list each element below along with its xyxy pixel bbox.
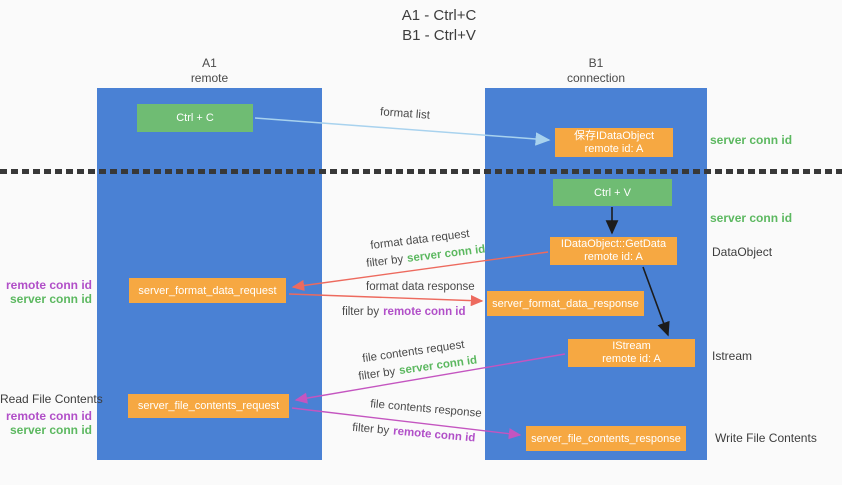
box-server-format-data-response: server_format_data_response bbox=[487, 291, 644, 316]
box-save-idataobject: 保存IDataObject remote id: A bbox=[555, 128, 673, 157]
box-ctrl-c: Ctrl + C bbox=[137, 104, 253, 132]
remote-conn-id-text: remote conn id bbox=[383, 306, 466, 318]
note-server-conn-id-mid: server conn id bbox=[710, 211, 793, 225]
arrow-getdata-to-istream bbox=[642, 266, 670, 337]
note-dataobject: DataObject bbox=[712, 245, 773, 259]
arrow-format-data-response bbox=[288, 293, 484, 307]
box-server-file-contents-response: server_file_contents_response bbox=[526, 426, 686, 451]
column-b1-name: B1 bbox=[588, 56, 604, 70]
box-ctrl-v: Ctrl + V bbox=[553, 179, 672, 206]
box-save-idataobject-line2: remote id: A bbox=[584, 142, 644, 155]
box-server-file-contents-request: server_file_contents_request bbox=[128, 394, 289, 418]
column-b1-subtitle: connection bbox=[566, 71, 626, 85]
note-server-conn-id-left-1: server conn id bbox=[9, 292, 92, 306]
box-istream: IStream remote id: A bbox=[568, 339, 695, 367]
note-remote-conn-id-1: remote conn id bbox=[5, 278, 92, 292]
arrow-file-contents-response bbox=[291, 407, 522, 440]
title-line-1: A1 - Ctrl+C bbox=[401, 7, 477, 24]
box-idataobject-getdata: IDataObject::GetData remote id: A bbox=[550, 237, 677, 265]
box-save-idataobject-line1: 保存IDataObject bbox=[573, 129, 655, 142]
arrow-file-contents-request bbox=[294, 353, 566, 404]
label-format-data-response: format data response bbox=[366, 281, 475, 293]
column-a1-name: A1 bbox=[202, 56, 217, 70]
note-read-file-contents: Read File Contents bbox=[0, 392, 103, 406]
box-idataobject-getdata-line1: IDataObject::GetData bbox=[560, 238, 667, 250]
arrow-format-data-request bbox=[291, 251, 549, 292]
box-server-format-data-request: server_format_data_request bbox=[129, 278, 286, 303]
phase-divider-line bbox=[0, 169, 842, 174]
filter-by-text: filter by bbox=[342, 306, 380, 318]
note-server-conn-id-top: server conn id bbox=[710, 133, 793, 147]
title-line-2: B1 - Ctrl+V bbox=[402, 27, 476, 44]
column-header-b1: B1 connection bbox=[485, 56, 707, 86]
column-header-a1: A1 remote bbox=[97, 56, 322, 86]
diagram-title: A1 - Ctrl+C B1 - Ctrl+V bbox=[0, 6, 842, 46]
note-istream: Istream bbox=[712, 349, 753, 363]
box-istream-line1: IStream bbox=[612, 340, 651, 352]
box-istream-line2: remote id: A bbox=[602, 353, 661, 365]
note-write-file-contents: Write File Contents bbox=[715, 431, 817, 445]
note-server-conn-id-left-2: server conn id bbox=[9, 423, 92, 437]
column-a1-subtitle: remote bbox=[190, 71, 229, 85]
box-idataobject-getdata-line2: remote id: A bbox=[584, 251, 643, 263]
note-remote-conn-id-2: remote conn id bbox=[5, 409, 92, 423]
arrow-format-list bbox=[254, 117, 551, 146]
